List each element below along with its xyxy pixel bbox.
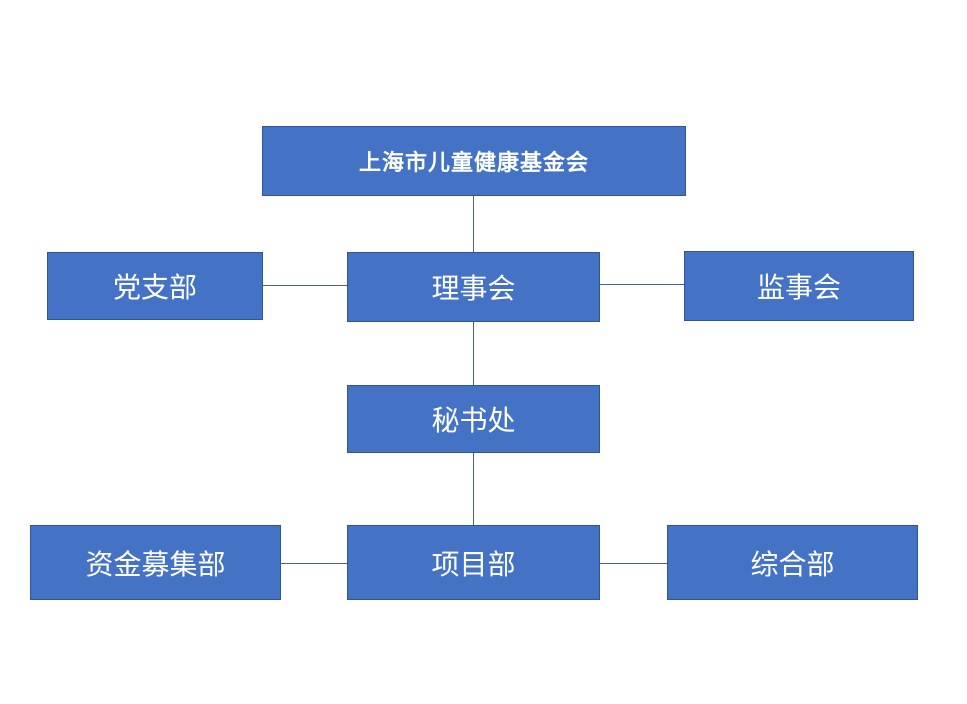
connector-secretariat-project [473, 453, 475, 525]
org-node-general: 综合部 [667, 525, 918, 600]
org-node-party-branch: 党支部 [47, 252, 263, 320]
connector-board-secretariat [473, 322, 475, 385]
connector-project-general [600, 563, 667, 565]
org-node-fundraising-label: 资金募集部 [85, 549, 226, 581]
org-node-project-label: 项目部 [431, 549, 516, 581]
org-node-supervisors: 监事会 [684, 251, 914, 321]
connector-board-supervisors [600, 284, 684, 286]
org-node-foundation: 上海市儿童健康基金会 [262, 126, 686, 196]
org-node-general-label: 综合部 [750, 549, 835, 581]
org-node-supervisors-label: 监事会 [756, 273, 841, 304]
org-node-party-branch-label: 党支部 [112, 273, 197, 304]
org-node-secretariat-label: 秘书处 [431, 406, 516, 437]
org-node-foundation-label: 上海市儿童健康基金会 [358, 150, 589, 175]
org-node-project: 项目部 [347, 525, 600, 600]
connector-fundraising-project [281, 563, 347, 565]
org-node-board-label: 理事会 [431, 274, 516, 305]
connector-foundation-board [473, 196, 475, 252]
connector-party-branch-board [263, 285, 347, 287]
org-node-board: 理事会 [347, 252, 600, 322]
org-node-fundraising: 资金募集部 [30, 525, 281, 600]
org-node-secretariat: 秘书处 [347, 385, 600, 453]
